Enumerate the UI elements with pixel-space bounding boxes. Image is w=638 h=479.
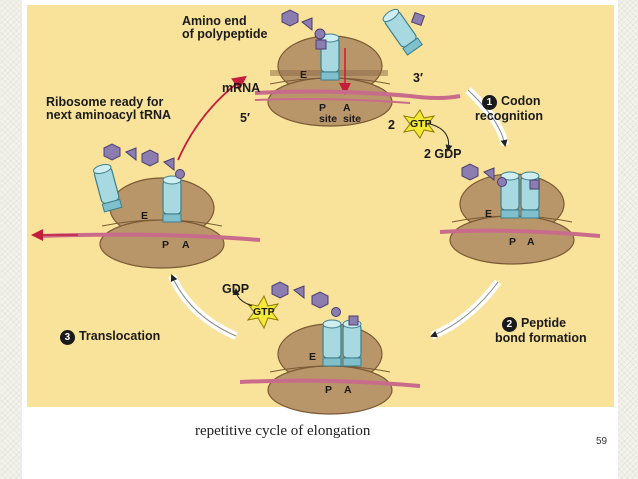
- five-prime-label: 5′: [240, 111, 250, 125]
- a-site-bottom: A: [344, 384, 352, 396]
- step-3-text: Translocation: [78, 329, 161, 343]
- e-site-top: E: [300, 69, 308, 81]
- mrna-strand-top: [254, 89, 461, 104]
- gtp-label-bottom: GTP: [253, 306, 275, 318]
- polypeptide-chain-top: [281, 9, 327, 50]
- ribosome-top: [267, 33, 393, 127]
- incoming-trna-top: [380, 6, 426, 56]
- two-label: 2: [388, 118, 395, 132]
- gdp-label: GDP: [222, 282, 250, 296]
- cycle-arrow-2: [430, 279, 502, 340]
- e-site-bottom: E: [309, 351, 317, 363]
- step-2-text: Peptide bond formation: [495, 316, 587, 345]
- a-site-right: A: [527, 236, 535, 248]
- p-site-left: P: [162, 239, 170, 251]
- gtp-label-top: GTP: [410, 118, 432, 130]
- e-site-left: E: [141, 210, 149, 222]
- mrna-strand-bottom: [239, 378, 421, 388]
- step-3-number: 3: [59, 330, 75, 345]
- mrna-label: mRNA: [222, 81, 261, 95]
- p-site-bottom: P: [325, 384, 333, 396]
- gtp-star-top: [402, 109, 436, 139]
- polypeptide-chain-right: [461, 163, 540, 190]
- ribosome-right: [449, 171, 575, 265]
- gdp-arrow-top: [429, 123, 453, 152]
- polypeptide-chain-left: [103, 143, 185, 179]
- polypeptide-chain-bottom: [271, 281, 359, 326]
- gdp-arrow-bottom: [232, 288, 253, 307]
- mrna-strand-right: [439, 228, 601, 238]
- ribosome-bottom: [267, 319, 393, 415]
- mrna-strand-left: [31, 229, 261, 242]
- step-1-text: Codon recognition: [475, 94, 544, 123]
- step-2-number: 2: [501, 317, 517, 332]
- step-1-number: 1: [481, 95, 497, 110]
- a-site-label: A site: [343, 102, 362, 125]
- p-site-label: P site: [319, 102, 338, 125]
- p-site-right: P: [509, 236, 517, 248]
- e-site-right: E: [485, 208, 493, 220]
- ribosome-ready-label: Ribosome ready for next aminoacyl tRNA: [46, 95, 172, 122]
- three-prime-label: 3′: [413, 71, 423, 85]
- slide-caption: repetitive cycle of elongation: [195, 423, 371, 439]
- page-number: 59: [596, 436, 608, 447]
- cycle-arrow-red: [177, 75, 247, 161]
- gtp-star-bottom: [246, 294, 280, 330]
- ribosome-left: [91, 162, 225, 269]
- two-gdp-label: 2 GDP: [424, 147, 462, 161]
- a-site-left: A: [182, 239, 190, 251]
- amino-end-label: Amino end of polypeptide: [182, 14, 268, 41]
